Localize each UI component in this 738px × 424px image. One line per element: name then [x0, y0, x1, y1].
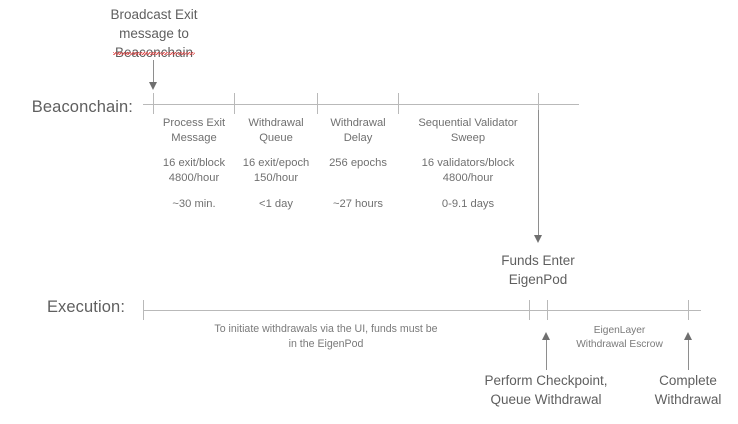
segment-0-title: Process Exit Message — [162, 117, 226, 145]
checkpoint-arrow-shaft — [546, 338, 547, 370]
beaconchain-timeline-axis — [143, 104, 579, 105]
segment-3-duration: 0-9.1 days — [441, 198, 495, 210]
segment-0-duration: ~30 min. — [172, 198, 216, 210]
execution-tick-start — [143, 300, 144, 320]
spellcheck-underline-beaconchain — [113, 52, 195, 55]
lane-label-execution: Execution: — [46, 298, 125, 316]
eigenlayer-escrow-note: EigenLayer Withdrawal Escrow — [576, 325, 663, 351]
execution-timeline-axis — [143, 310, 701, 311]
beaconchain-tick-4 — [538, 93, 539, 114]
beaconchain-tick-1 — [234, 93, 235, 114]
segment-2-title: Withdrawal Delay — [330, 117, 386, 145]
segment-2-rate: 256 epochs — [329, 157, 387, 169]
execution-ui-note: To initiate withdrawals via the UI, fund… — [214, 323, 438, 351]
complete-withdrawal-arrow-head — [683, 332, 692, 340]
perform-checkpoint-label: Perform Checkpoint, Queue Withdrawal — [484, 373, 608, 408]
broadcast-arrow-head — [148, 82, 157, 90]
lane-label-beaconchain: Beaconchain: — [31, 98, 133, 116]
beaconchain-tick-2 — [317, 93, 318, 114]
complete-withdrawal-label: Complete Withdrawal — [654, 373, 722, 408]
beaconchain-tick-0 — [153, 93, 154, 114]
broadcast-arrow-shaft — [153, 60, 154, 85]
funds-enter-eigenpod-label: Funds Enter EigenPod — [501, 253, 575, 288]
execution-tick-queue-withdrawal — [547, 300, 548, 320]
execution-tick-funds-arrive — [529, 300, 530, 320]
funds-enter-arrow-head — [533, 235, 542, 243]
complete-withdrawal-arrow-shaft — [688, 338, 689, 370]
segment-1-title: Withdrawal Queue — [248, 117, 304, 145]
funds-enter-arrow-shaft — [538, 110, 539, 238]
segment-1-duration: <1 day — [259, 198, 293, 210]
segment-3-title: Sequential Validator Sweep — [418, 117, 518, 145]
checkpoint-arrow-head — [541, 332, 550, 340]
segment-0-rate: 16 exit/block 4800/hour — [162, 157, 226, 185]
execution-tick-complete-withdrawal — [688, 300, 689, 320]
segment-2-duration: ~27 hours — [332, 198, 384, 210]
segment-3-rate: 16 validators/block 4800/hour — [421, 157, 515, 185]
segment-1-rate: 16 exit/epoch 150/hour — [242, 157, 310, 185]
beaconchain-tick-3 — [398, 93, 399, 114]
